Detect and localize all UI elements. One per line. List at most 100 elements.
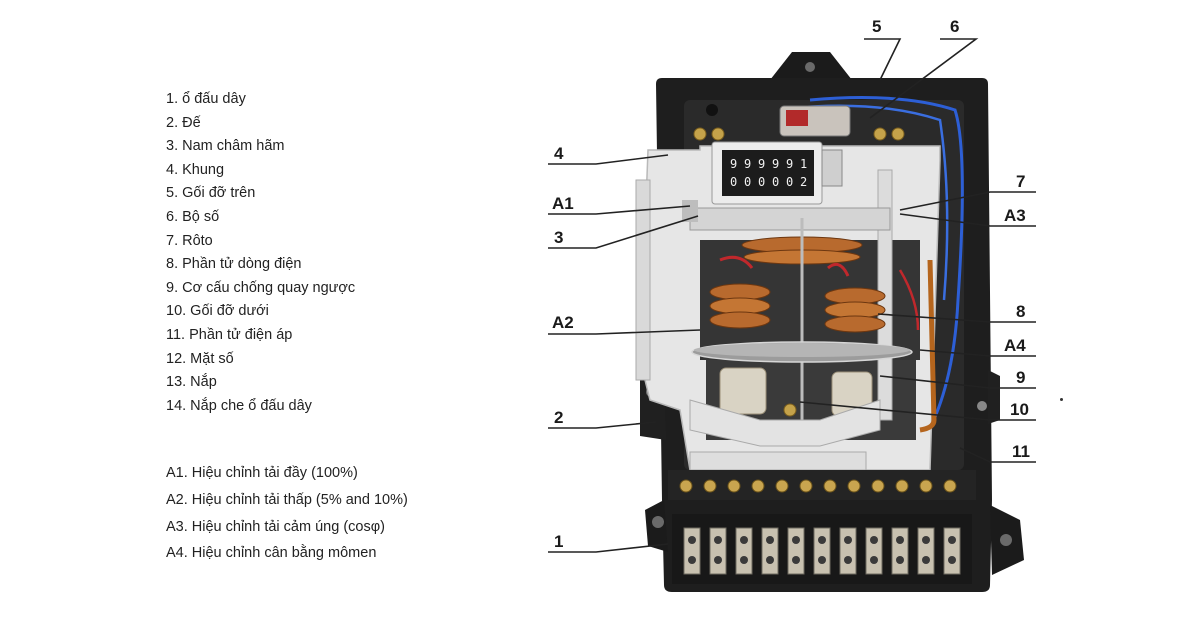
parts-legend-item: 14. Nắp che ổ đấu dây bbox=[166, 397, 312, 414]
counter-digit: 9 bbox=[772, 157, 779, 171]
counter-digit: 1 bbox=[800, 157, 807, 171]
terminal-pin bbox=[839, 527, 857, 575]
parts-legend-item: 7. Rôto bbox=[166, 232, 213, 249]
terminal-pin-screw-icon bbox=[740, 556, 748, 564]
callout-5: 5 bbox=[872, 17, 881, 36]
callout-11: 11 bbox=[1012, 442, 1030, 461]
lower-bridge bbox=[689, 399, 881, 447]
leader-line bbox=[899, 191, 1036, 211]
rotor-disc-top bbox=[694, 343, 910, 357]
parts-legend-item: 13. Nắp bbox=[166, 374, 217, 391]
callout-3: 3 bbox=[554, 228, 563, 247]
parts-legend-item: 12. Mặt số bbox=[166, 350, 234, 367]
terminal-screws-top bbox=[679, 479, 957, 493]
terminal-pin bbox=[813, 527, 831, 575]
terminal-pin-screw-icon bbox=[818, 556, 826, 564]
terminal-screw-icon bbox=[919, 479, 933, 493]
terminal-screw-icon bbox=[703, 479, 717, 493]
terminal-pin-screw-icon bbox=[870, 556, 878, 564]
terminal-pin bbox=[943, 527, 961, 575]
adjustment-legend-item: A1. Hiệu chỉnh tải đầy (100%) bbox=[166, 465, 358, 481]
leader-line bbox=[799, 401, 1036, 421]
right-side-ear bbox=[988, 370, 1000, 424]
terminal-screw-icon bbox=[871, 479, 885, 493]
parts-legend-item: 1. ổ đấu dây bbox=[166, 91, 246, 107]
callout-8: 8 bbox=[1016, 302, 1025, 321]
terminal-pin-screw-icon bbox=[948, 556, 956, 564]
adjustment-legend-item: A3. Hiệu chỉnh tải cảm úng (cosφ) bbox=[166, 518, 385, 535]
leader-line bbox=[919, 349, 1036, 357]
terminal-pin bbox=[787, 527, 805, 575]
counter-digit: 9 bbox=[730, 157, 737, 171]
left-rail bbox=[635, 179, 651, 381]
callout-10: 10 bbox=[1010, 400, 1029, 419]
red-wire bbox=[827, 262, 850, 277]
parts-legend-item: 10. Gối đỡ dưới bbox=[166, 303, 269, 320]
callout-1: 1 bbox=[554, 532, 563, 551]
adjustment-legend-item: A2. Hiệu chỉnh tải thấp (5% and 10%) bbox=[166, 491, 408, 508]
mount-screw-icon bbox=[805, 62, 815, 72]
terminal-screw-icon bbox=[895, 479, 909, 493]
parts-legend-item: 3. Nam châm hãm bbox=[166, 138, 285, 155]
parts-legend-item: 11. Phần tử điện áp bbox=[166, 326, 293, 343]
terminal-screw-icon bbox=[847, 479, 861, 493]
leader-line bbox=[864, 38, 902, 81]
terminal-pin-screw-icon bbox=[870, 536, 878, 544]
adjustment-legend-item: A4. Hiệu chỉnh cân bằng mômen bbox=[166, 545, 377, 562]
leader-line bbox=[959, 447, 1036, 463]
callout-a4: A4 bbox=[1004, 336, 1026, 355]
terminal-pin-screw-icon bbox=[922, 556, 930, 564]
voltage-coil-left bbox=[719, 367, 767, 415]
red-wire bbox=[898, 269, 920, 331]
brass-screw-icon bbox=[711, 127, 725, 141]
terminal-pin-screw-icon bbox=[740, 536, 748, 544]
parts-legend-item: 5. Gối đỡ trên bbox=[166, 185, 256, 202]
parts-legend-item: 6. Bộ số bbox=[166, 208, 220, 225]
counter-digit: 0 bbox=[758, 175, 765, 189]
stray-dot bbox=[1060, 398, 1063, 401]
brass-screw-icon bbox=[891, 127, 905, 141]
terminal-pin-screw-icon bbox=[922, 536, 930, 544]
terminal-pin-screw-icon bbox=[844, 556, 852, 564]
terminal-pin-screw-icon bbox=[714, 536, 722, 544]
copper-coil bbox=[709, 311, 771, 329]
meter-illustration: 9 9 9 9 9 1 0 0 0 0 0 2 bbox=[635, 52, 1024, 592]
terminal-pin-screw-icon bbox=[766, 536, 774, 544]
parts-legend-item: 4. Khung bbox=[166, 161, 225, 178]
adjustments-legend-list: A1. Hiệu chỉnh tải đầy (100%) A2. Hiệu c… bbox=[166, 460, 408, 567]
terminal-pin-screw-icon bbox=[948, 536, 956, 544]
terminal-pin-screw-icon bbox=[818, 536, 826, 544]
copper-bus bbox=[919, 259, 937, 433]
terminal-screw-icon bbox=[823, 479, 837, 493]
callout-a3: A3 bbox=[1004, 206, 1026, 225]
terminal-pin bbox=[865, 527, 883, 575]
red-wire bbox=[719, 255, 754, 269]
terminal-pin-screw-icon bbox=[792, 536, 800, 544]
leader-line bbox=[899, 213, 1036, 227]
lower-bearing-screw-icon bbox=[783, 403, 797, 417]
leader-line bbox=[548, 421, 657, 429]
counter-digit: 0 bbox=[744, 175, 751, 189]
counter-digit: 0 bbox=[786, 175, 793, 189]
callout-6: 6 bbox=[950, 17, 959, 36]
leader-line bbox=[548, 543, 669, 553]
terminal-screw-icon bbox=[727, 479, 741, 493]
leader-line bbox=[548, 329, 701, 335]
counter-digit: 0 bbox=[730, 175, 737, 189]
leader-line bbox=[877, 313, 1036, 323]
leader-line bbox=[879, 375, 1036, 389]
terminal-pin-screw-icon bbox=[896, 556, 904, 564]
callout-labels: 5 6 4 A1 3 A2 2 1 7 A3 8 A4 9 10 11 bbox=[552, 17, 1030, 551]
upper-bearing-red-part bbox=[786, 110, 808, 126]
leader-line bbox=[548, 215, 699, 249]
callout-2: 2 bbox=[554, 408, 563, 427]
terminal-pin-screw-icon bbox=[714, 556, 722, 564]
copper-coil bbox=[824, 315, 886, 333]
callout-leaders bbox=[548, 38, 1036, 553]
terminal-pin-screw-icon bbox=[688, 556, 696, 564]
brass-screw-icon bbox=[873, 127, 887, 141]
leader-line bbox=[548, 205, 691, 215]
terminal-pins bbox=[683, 527, 961, 575]
hole-icon bbox=[706, 104, 718, 116]
parts-legend-item: 9. Cơ cấu chống quay ngược bbox=[166, 279, 356, 296]
